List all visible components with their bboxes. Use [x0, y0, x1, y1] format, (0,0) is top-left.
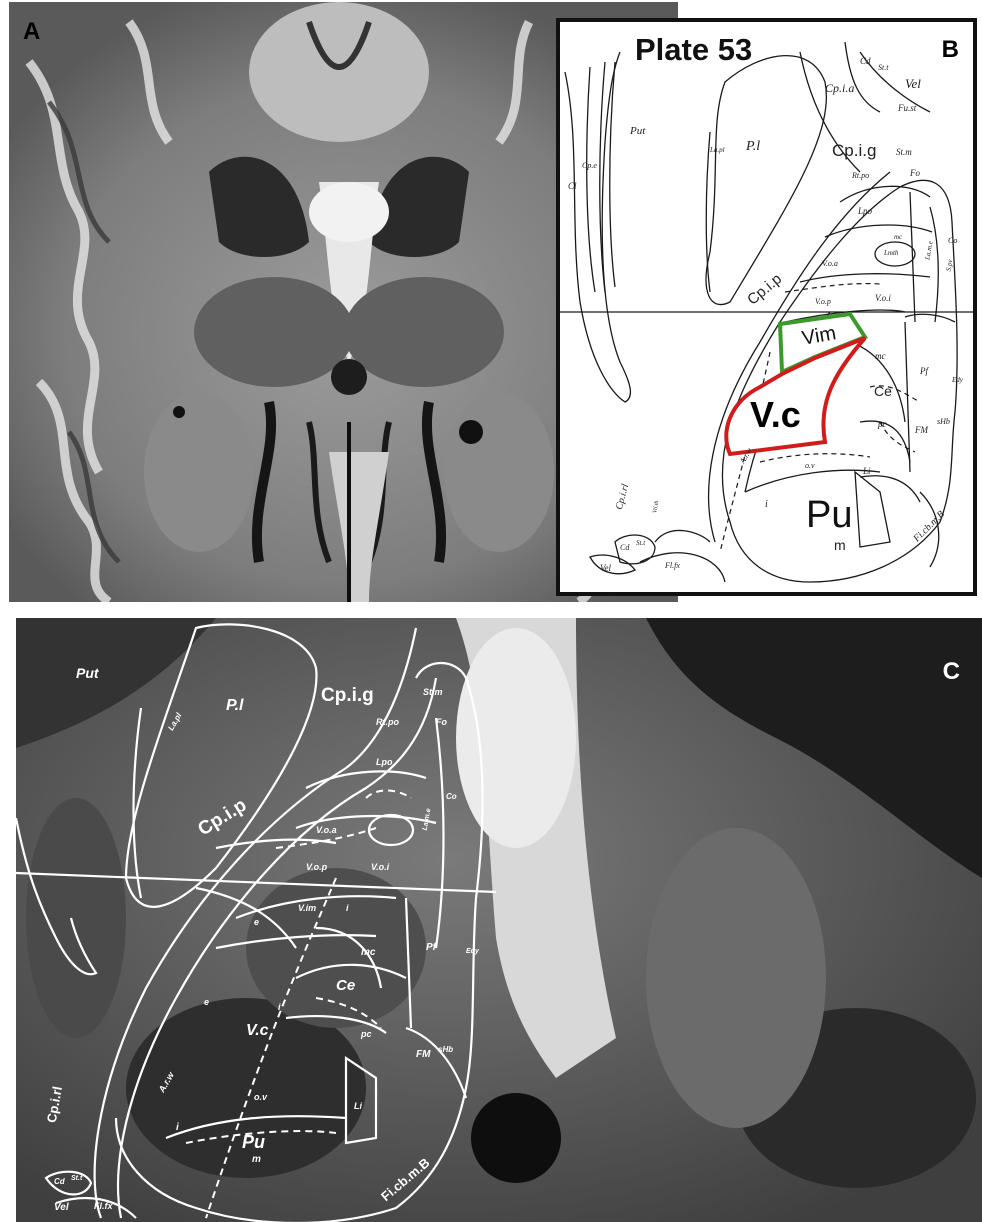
atlas-b-voa: V.o.a	[822, 260, 838, 268]
mri-overlay-panel: C Put P.l La.pl Cp.i.g St.m Rt.po Fo Lpo…	[16, 618, 982, 1222]
atlas-c-mc: mc	[361, 948, 375, 958]
atlas-c-i1: i	[346, 904, 349, 913]
atlas-b-shb: sHb	[937, 418, 950, 426]
atlas-b-voi: V.o.i	[875, 294, 891, 303]
atlas-b-stt: St.t	[878, 64, 888, 72]
atlas-plate-panel: Plate 53 B Put P.l Cl Cp.e La.pl Cp.i.a …	[556, 18, 977, 596]
atlas-b-fo: Fo	[910, 169, 920, 178]
atlas-b-edy: Edy	[952, 377, 963, 384]
atlas-b-cl: Cl	[568, 182, 577, 191]
atlas-b-pl: P.l	[746, 140, 760, 154]
panel-label-b: B	[942, 36, 959, 64]
atlas-b-co: Co	[948, 237, 957, 245]
atlas-c-vim: V.im	[298, 904, 316, 913]
atlas-b-i: i	[765, 500, 768, 510]
atlas-c-pl: P.l	[226, 698, 244, 714]
atlas-b-stt2: St.t	[636, 540, 645, 547]
atlas-c-li: Li	[354, 1102, 362, 1111]
atlas-c-fm: FM	[416, 1050, 430, 1060]
atlas-c-stt: St.t	[71, 1175, 82, 1182]
atlas-c-m: m	[252, 1155, 261, 1165]
atlas-c-flfx: Fl.fx	[94, 1202, 113, 1211]
atlas-c-co: Co	[446, 793, 457, 801]
atlas-c-pf: Pf	[426, 943, 436, 953]
atlas-b-cpig: Cp.i.g	[832, 142, 876, 159]
atlas-b-pc: pc	[878, 420, 887, 429]
atlas-b-cd2: Cd	[620, 544, 629, 552]
atlas-b-m: m	[834, 538, 846, 552]
atlas-b-fust: Fu.st	[898, 104, 916, 113]
atlas-b-ov: o.v	[805, 462, 815, 470]
atlas-c-voa: V.o.a	[316, 826, 337, 835]
atlas-b-stm: St.m	[896, 148, 912, 157]
atlas-b-li: Li	[863, 467, 871, 476]
atlas-c-e2: e	[204, 998, 209, 1007]
atlas-c-edy: Edy	[466, 948, 479, 955]
mri-overlay-image	[16, 618, 982, 1222]
atlas-b-ce: Ce	[874, 384, 892, 398]
atlas-b-mc: mc	[875, 352, 886, 361]
atlas-b-lpo: Lpo	[858, 207, 872, 216]
atlas-c-ce: Ce	[336, 978, 355, 993]
plate-title: Plate 53	[635, 32, 752, 68]
atlas-b-mc-top: mc	[894, 234, 902, 241]
atlas-b-fm: FM	[915, 426, 928, 435]
atlas-b-rtpo: Rt.po	[852, 172, 869, 180]
atlas-c-rtpo: Rt.po	[376, 718, 399, 727]
atlas-b-cd: Cd	[860, 57, 871, 66]
atlas-b-pf: Pf	[920, 367, 928, 376]
atlas-c-shb: sHb	[438, 1046, 453, 1054]
atlas-b-cpe: Cp.e	[582, 162, 597, 170]
atlas-b-lmth: Lmth	[884, 250, 898, 257]
atlas-b-flfx: Fl.fx	[665, 562, 680, 570]
atlas-c-stm: St.m	[423, 688, 443, 697]
atlas-b-pu: Pu	[806, 496, 852, 534]
atlas-b-put: Put	[630, 126, 645, 137]
atlas-b-vc: V.c	[750, 397, 801, 433]
atlas-b-cpia: Cp.i.a	[825, 82, 854, 94]
atlas-c-e: e	[254, 918, 259, 927]
atlas-c-voi: V.o.i	[371, 863, 389, 872]
atlas-c-ov: o.v	[254, 1093, 267, 1102]
atlas-b-vel: Vel	[905, 77, 921, 90]
atlas-c-vop: V.o.p	[306, 863, 327, 872]
atlas-c-i: i	[278, 1003, 281, 1012]
atlas-c-fo: Fo	[436, 718, 447, 727]
panel-label-a: A	[23, 18, 40, 46]
atlas-b-vop: V.o.p	[815, 298, 831, 306]
atlas-c-vel: Vel	[54, 1203, 69, 1213]
atlas-c-cpig: Cp.i.g	[321, 686, 374, 705]
atlas-c-idx: i	[176, 1123, 179, 1133]
atlas-c-cd: Cd	[54, 1178, 65, 1186]
atlas-c-pu: Pu	[242, 1133, 265, 1151]
atlas-b-lapl: La.pl	[710, 147, 725, 154]
panel-label-c: C	[943, 658, 960, 686]
atlas-b-vel2: Vel	[600, 564, 611, 573]
atlas-c-pc: pc	[361, 1030, 372, 1039]
atlas-c-lpo: Lpo	[376, 758, 393, 767]
atlas-c-vc: V.c	[246, 1023, 269, 1039]
atlas-c-put: Put	[76, 666, 99, 680]
